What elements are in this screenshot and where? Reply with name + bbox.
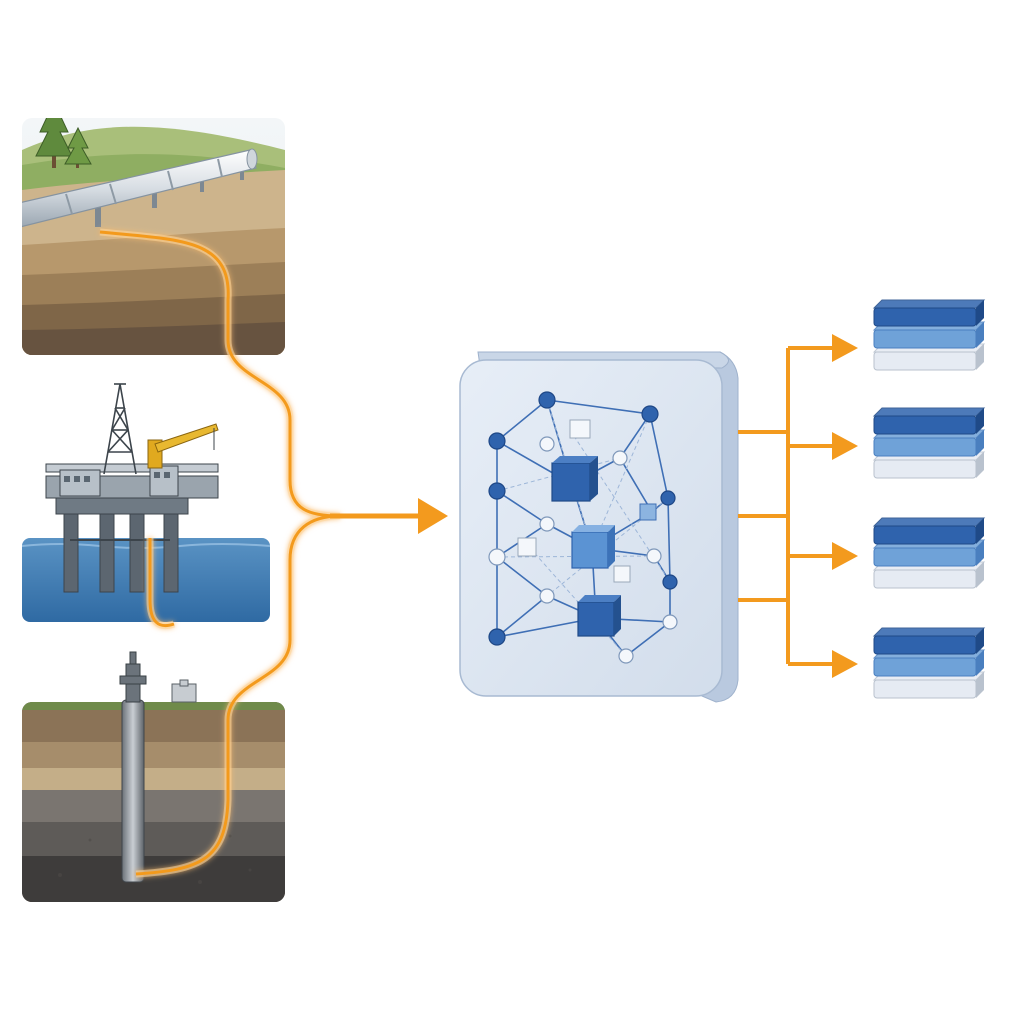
output-arrow-3 [832,542,858,570]
fiber-optic-links [99,228,341,878]
node-cube-icon [551,456,598,502]
crane-icon [147,423,219,469]
offshore-rig-scene-icon [22,383,270,622]
data-stack-icon [872,407,986,479]
input-arrow [330,498,448,534]
network-graph-icon [488,391,678,664]
output-arrow-1 [832,334,858,362]
tree-icon [35,118,73,168]
pipeline-scene-icon [22,118,285,355]
data-stack-icon [872,517,986,589]
output-arrowheads [832,334,858,678]
node-cube-icon [577,595,621,637]
tree-icon [64,126,92,168]
output-arrow-4 [832,650,858,678]
output-arrow-2 [832,432,858,460]
output-stacks [872,299,986,699]
output-connectors [738,346,836,666]
data-stack-icon [872,627,986,699]
node-cube-icon [571,525,615,569]
well-cross-section-icon [22,651,285,902]
data-stack-icon [872,299,986,371]
